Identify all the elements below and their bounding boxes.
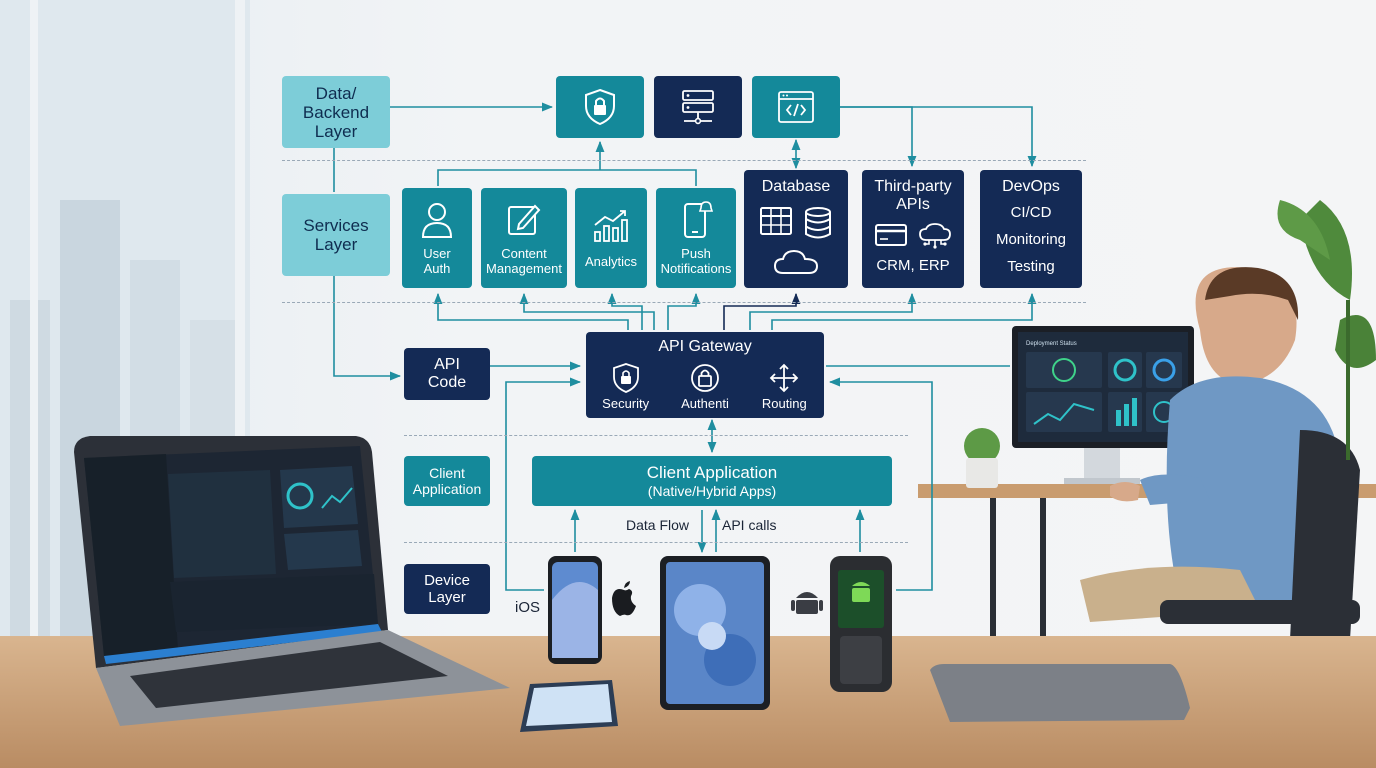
closed-tablet <box>930 664 1190 722</box>
plant <box>964 200 1376 488</box>
credit-card-icon <box>875 224 907 246</box>
api-gateway-box: API Gateway Security Authenti Routing <box>586 332 824 418</box>
devops-item-monitoring: Monitoring <box>995 231 1067 248</box>
laptop <box>74 436 510 726</box>
bar-chart-icon <box>594 209 628 242</box>
user-auth-service: User Auth <box>402 188 472 288</box>
api-code-label: API Code <box>404 348 490 400</box>
device-layer-label: Device Layer <box>404 564 490 614</box>
devops-item-ci-cd: CI/CD <box>1010 204 1052 221</box>
push-notifications-label: Push Notifications <box>660 246 732 276</box>
lock-icon <box>691 364 719 392</box>
data-flow-label: Data Flow <box>626 517 690 533</box>
ios-label: iOS <box>515 599 541 616</box>
iphone <box>548 556 602 664</box>
code-window-icon <box>778 91 814 123</box>
cloud-network-icon <box>919 223 951 249</box>
third-party-subtitle: CRM, ERP <box>876 257 950 274</box>
devops-item-testing: Testing <box>1007 258 1055 275</box>
user-auth-label: User Auth <box>423 246 451 276</box>
server-icon <box>682 90 714 125</box>
analytics-service: Analytics <box>575 188 647 288</box>
separator-api-client <box>404 435 908 436</box>
content-management-label: Content Management <box>486 246 562 276</box>
content-management-service: Content Management <box>481 188 567 288</box>
apple-logo <box>612 581 636 616</box>
services-layer-label: Services Layer <box>282 194 390 276</box>
cloud-icon <box>773 249 819 274</box>
client-application-box: Client Application (Native/Hybrid Apps) <box>532 456 892 506</box>
database-box: Database <box>744 170 848 288</box>
api-calls-label: API calls <box>722 517 777 533</box>
separator-client-device <box>404 542 908 543</box>
android-logo <box>791 592 823 614</box>
third-party-apis-box: Third-party APIs CRM, ERP <box>862 170 964 288</box>
shield-lock-icon <box>585 88 615 126</box>
chair <box>1160 430 1360 640</box>
devops-title: DevOps <box>1002 178 1060 195</box>
rugged-handheld <box>830 556 892 692</box>
security-node <box>556 76 644 138</box>
analytics-label: Analytics <box>584 253 638 269</box>
mobile-bell-icon <box>684 201 713 238</box>
devops-box: DevOps CI/CD Monitoring Testing <box>980 170 1082 288</box>
gateway-security-label: Security <box>602 396 650 411</box>
routing-arrows-icon <box>770 363 799 393</box>
third-party-title: Third-party APIs <box>874 178 952 213</box>
client-application-title: Client Application <box>646 462 778 482</box>
gateway-routing-label: Routing <box>761 396 807 411</box>
server-node <box>654 76 742 138</box>
push-notifications-service: Push Notifications <box>656 188 736 288</box>
user-icon <box>421 203 453 238</box>
database-cylinder-icon <box>805 207 831 239</box>
separator-services-api <box>282 302 1086 303</box>
client-application-subtitle: (Native/Hybrid Apps) <box>647 482 777 499</box>
window <box>0 0 250 640</box>
separator-data-services <box>282 160 1086 161</box>
edit-icon <box>508 204 541 235</box>
data-backend-layer-label: Data/ Backend Layer <box>282 76 390 148</box>
code-node <box>752 76 840 138</box>
table-icon <box>760 207 792 235</box>
api-gateway-title: API Gateway <box>658 338 752 355</box>
small-phone <box>520 680 618 732</box>
database-title: Database <box>761 178 831 195</box>
monitor-title: Deployment Status <box>1026 341 1077 347</box>
shield-icon <box>612 363 639 393</box>
gateway-auth-label: Authenti <box>681 396 729 411</box>
client-application-label: Client Application <box>404 456 490 506</box>
monitor <box>1012 326 1194 484</box>
tablet <box>660 556 770 710</box>
